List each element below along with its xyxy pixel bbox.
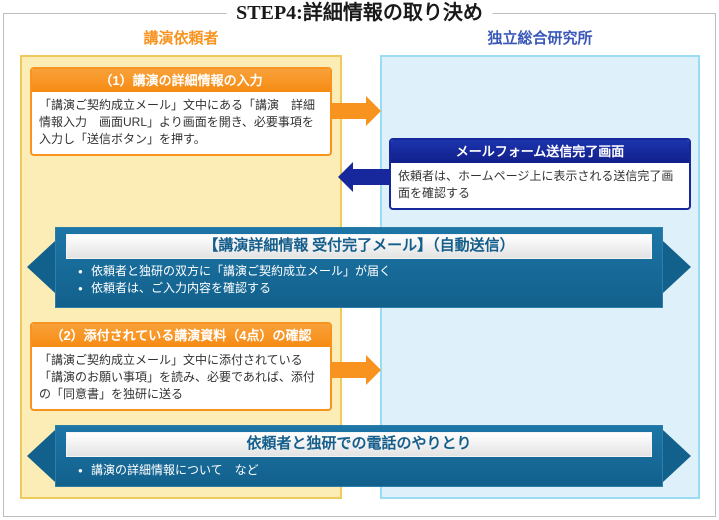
box-step1-body: 「講演ご契約成立メール」文中にある「講演 詳細情報入力 画面URL」より画面を開…	[39, 98, 316, 147]
banner-phone-right-arrow-icon	[663, 430, 691, 482]
box-step2: （2）添付されている講演資料（4点）の確認 「講演ご契約成立メール」文中に添付さ…	[30, 322, 332, 412]
banner-auto-mail: 【講演詳細情報 受付完了メール】（自動送信） 依頼者と独研の双方に「講演ご契約成…	[55, 227, 663, 308]
banner-phone-left-arrow-icon	[27, 430, 55, 482]
bullet-item: 依頼者と独研の双方に「講演ご契約成立メール」が届く	[78, 263, 652, 280]
bullet-item: 依頼者は、ご入力内容を確認する	[78, 280, 652, 297]
box-step1: （1）講演の詳細情報の入力 「講演ご契約成立メール」文中にある「講演 詳細情報入…	[30, 67, 332, 157]
arrow-head-icon	[366, 355, 381, 385]
banner-auto-right-arrow-icon	[663, 241, 691, 293]
banner-phone: 依頼者と独研での電話のやりとり 講演の詳細情報について など	[55, 425, 663, 487]
arrow-shaft	[332, 362, 366, 378]
box-step2-header: （2）添付されている講演資料（4点）の確認	[32, 324, 330, 347]
box-step1-header: （1）講演の詳細情報の入力	[32, 69, 330, 92]
box-mailform-header: メールフォーム送信完了画面	[391, 140, 689, 163]
box-step2-body: 「講演ご契約成立メール」文中に添付されている「講演のお願い事項」を読み、必要であ…	[39, 353, 315, 402]
banner-phone-title: 依頼者と独研での電話のやりとり	[66, 432, 652, 457]
arrow-head-icon	[338, 162, 353, 192]
arrow-shaft	[353, 169, 389, 185]
arrow-mailform-left-icon	[338, 162, 389, 192]
arrow-step2-right-icon	[332, 355, 381, 385]
arrow-shaft	[332, 103, 366, 119]
arrow-step1-right-icon	[332, 96, 381, 126]
banner-auto-mail-bullets: 依頼者と独研の双方に「講演ご契約成立メール」が届く 依頼者は、ご入力内容を確認す…	[78, 263, 652, 297]
banner-auto-mail-title: 【講演詳細情報 受付完了メール】（自動送信）	[66, 234, 652, 259]
column-header-institute: 独立総合研究所	[487, 30, 593, 47]
box-mailform: メールフォーム送信完了画面 依頼者は、ホームページ上に表示される送信完了画面を確…	[389, 138, 691, 211]
page-title: STEP4:詳細情報の取り決め	[226, 0, 493, 26]
column-header-requester: 講演依頼者	[143, 30, 219, 47]
bullet-item: 講演の詳細情報について など	[78, 462, 652, 479]
banner-phone-bullets: 講演の詳細情報について など	[78, 462, 652, 479]
arrow-head-icon	[366, 96, 381, 126]
banner-auto-left-arrow-icon	[27, 241, 55, 293]
box-mailform-body: 依頼者は、ホームページ上に表示される送信完了画面を確認する	[398, 169, 674, 201]
